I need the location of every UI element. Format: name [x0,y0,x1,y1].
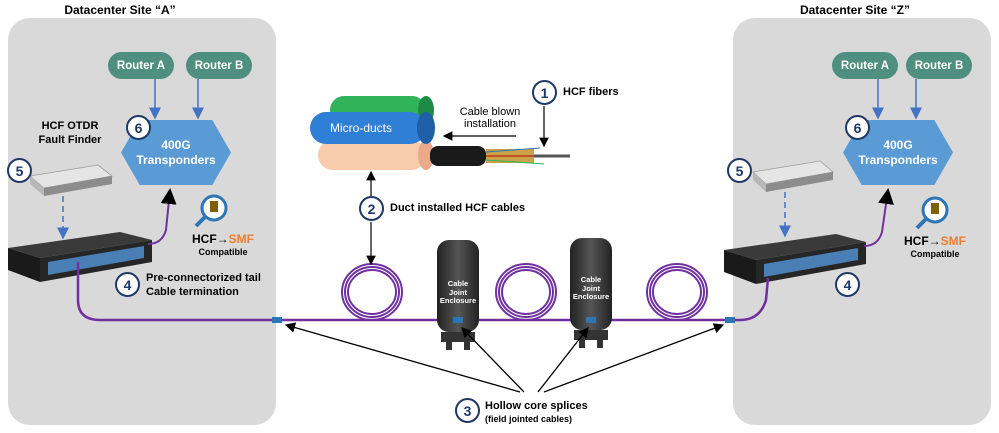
main-fiber-route [76,262,770,322]
router-b-site-a: Router B [186,52,252,79]
splices-label: Hollow core splices (field jointed cable… [485,400,588,425]
enclosure-2-line1: Cable [580,275,602,284]
splice-point-1 [272,317,282,323]
enclosure-1-line1: Cable [447,279,469,288]
tail-label-line2: Cable termination [146,285,239,298]
hcf-smf-label-z: HCF→SMF Compatible [900,234,970,260]
hcf-text-z: HCF [903,234,929,248]
hcf-smf-label-a: HCF→SMF Compatible [188,232,258,258]
magnifier-connector-icon-a [194,194,228,228]
cable-cross-section-icon [430,146,570,166]
enclosure-1-line2: Joint [449,287,467,297]
splices-line1: Hollow core splices [485,400,588,412]
cable-joint-enclosure-icon-2 [570,238,612,348]
enclosure-2-line2: Joint [582,283,600,293]
panel-to-transponder-fiber-a [147,188,177,245]
splice-arrow-1 [284,322,521,393]
splice-point-2 [453,317,463,323]
splice-arrow-4 [543,323,725,393]
otdr-label: HCF OTDR Fault Finder [28,120,112,148]
enclosure-label-2: Cable Joint Enclosure [570,275,612,302]
transponder-a-line1: 400G [161,138,191,153]
otdr-device-icon-z [752,160,834,192]
duct-installed-label: Duct installed HCF cables [390,202,526,214]
marker-4-site-a: 4 [115,272,140,297]
splices-line2: (field jointed cables) [485,413,573,424]
hcf-fibers-label: HCF fibers [563,86,619,98]
cable-blown-line2: installation [464,118,516,130]
enclosure-label-1: Cable Joint Enclosure [437,279,479,306]
router-a-site-a: Router A [108,52,174,79]
marker-5-site-z: 5 [727,158,752,183]
panel-to-transponder-fiber-z [863,188,894,247]
patch-panel-icon-z [724,234,866,284]
splice-arrow-2 [461,327,525,393]
otdr-device-icon-a [29,164,113,196]
splice-point-3 [586,317,596,323]
hcf-text-a: HCF [191,232,217,246]
site-z-area [733,18,991,425]
marker-1: 1 [532,80,557,105]
patch-panel-icon-a [8,232,152,282]
marker-3: 3 [455,398,480,423]
marker-5-site-a: 5 [7,158,32,183]
micro-ducts-label: Micro-ducts [330,121,393,135]
site-a-area [8,18,276,425]
magnifier-connector-icon-z [915,196,949,230]
tail-label-line1: Pre-connectorized tail [146,272,261,284]
otdr-label-line2: Fault Finder [38,133,102,146]
marker-4-site-z: 4 [835,272,860,297]
compatible-text-z: Compatible [910,249,960,259]
fiber-coil-icon-1 [341,263,403,321]
hcf-arrow-z: → [928,234,941,248]
site-a-title: Datacenter Site “A” [64,3,176,17]
hcf-arrow-a: → [216,232,229,246]
smf-text-a: SMF [228,232,254,246]
transponder-a-line2: Transponders [136,152,216,167]
enclosure-2-line3: Enclosure [572,292,610,302]
marker-6-site-a: 6 [126,115,151,140]
splice-point-4 [725,317,735,323]
cable-joint-enclosure-icon-1 [437,240,479,350]
router-a-site-z: Router A [832,52,898,79]
micro-ducts-icon [310,96,435,170]
marker-2: 2 [359,196,384,221]
transponder-z-line2: Transponders [858,152,938,167]
smf-text-z: SMF [940,234,966,248]
fiber-coil-icon-3 [646,263,708,321]
cable-blown-line1: Cable blown [459,106,521,118]
site-z-title: Datacenter Site “Z” [799,3,911,17]
fiber-coil-icon-2 [495,263,557,321]
router-b-site-z: Router B [906,52,972,79]
splice-arrow-3 [537,326,589,393]
compatible-text-a: Compatible [198,247,248,257]
enclosure-1-line3: Enclosure [439,296,477,306]
marker-6-site-z: 6 [845,115,870,140]
transponder-z-line1: 400G [883,138,913,153]
cable-blown-label: Cable blown installation [454,106,526,130]
otdr-label-line1: HCF OTDR [41,120,99,132]
tail-termination-label: Pre-connectorized tail Cable termination [146,272,261,300]
